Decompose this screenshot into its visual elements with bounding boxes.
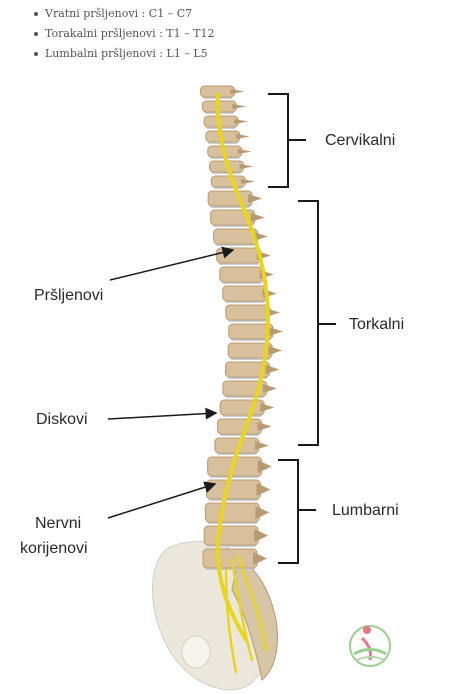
vertebra — [210, 175, 246, 188]
label-thoracic: Torkalni — [349, 316, 404, 333]
spinous-process — [254, 441, 269, 450]
spinous-process — [235, 134, 250, 139]
label-nerve-roots-line2: korijenovi — [20, 540, 88, 557]
spinous-process — [254, 529, 269, 542]
vertebra — [225, 304, 271, 321]
spinous-process — [253, 552, 268, 565]
vertebra — [204, 502, 260, 523]
vertebra — [217, 418, 263, 435]
spinous-process — [262, 384, 277, 393]
spinous-process — [248, 194, 263, 203]
spinous-process — [241, 179, 256, 184]
label-lumbar: Lumbarni — [332, 502, 399, 519]
spinous-process — [237, 149, 252, 154]
vertebra — [222, 285, 268, 302]
arrow-discs — [107, 407, 218, 420]
arrow-vertebrae — [109, 246, 235, 281]
thoracic-bracket — [298, 200, 336, 446]
health-logo-icon — [349, 625, 391, 667]
label-cervical: Cervikalni — [325, 132, 395, 149]
bullet-cervical: Vratni pršljenovi : C1 – C7 — [34, 4, 214, 24]
vertebra — [219, 266, 265, 283]
label-nerve-roots-line1: Nervni — [35, 515, 81, 532]
cauda-equina-nerves — [224, 554, 268, 674]
spinous-process — [253, 232, 268, 241]
lumbar-bracket — [278, 459, 316, 564]
vertebra — [203, 525, 259, 546]
label-vertebrae: Pršljenovi — [34, 287, 103, 304]
vertebra — [206, 479, 261, 500]
spinous-process — [268, 346, 283, 355]
spinous-process — [255, 506, 270, 519]
bullet-thoracic: Torakalni pršljenovi : T1 – T12 — [34, 24, 214, 44]
spinous-process — [256, 483, 271, 496]
spinous-process — [230, 89, 245, 94]
bullet-lumbar: Lumbalni pršljenovi : L1 – L5 — [34, 44, 214, 64]
pelvis-foramen — [181, 635, 211, 669]
arrow-nerve-roots — [107, 481, 217, 519]
vertebra — [207, 190, 253, 207]
spine-diagram: Cervikalni Torkalni Lumbarni Pršljenovi … — [20, 85, 404, 691]
vertebra — [219, 399, 265, 416]
cervical-bracket — [268, 93, 306, 188]
spinous-process — [260, 403, 275, 412]
spinous-process — [232, 104, 247, 109]
spinal-cord — [215, 93, 271, 642]
vertebra — [202, 548, 258, 569]
spinous-process — [239, 164, 254, 169]
spinous-process — [250, 213, 265, 222]
spinous-process — [268, 327, 283, 336]
spinous-process — [234, 119, 249, 124]
vertebral-column — [200, 85, 283, 570]
spinous-process — [257, 460, 272, 473]
spinous-process — [257, 422, 272, 431]
spinous-process — [265, 365, 280, 374]
vertebra — [216, 247, 262, 264]
spine-summary-list: Vratni pršljenovi : C1 – C7 Torakalni pr… — [34, 4, 214, 64]
label-discs: Diskovi — [36, 411, 88, 428]
